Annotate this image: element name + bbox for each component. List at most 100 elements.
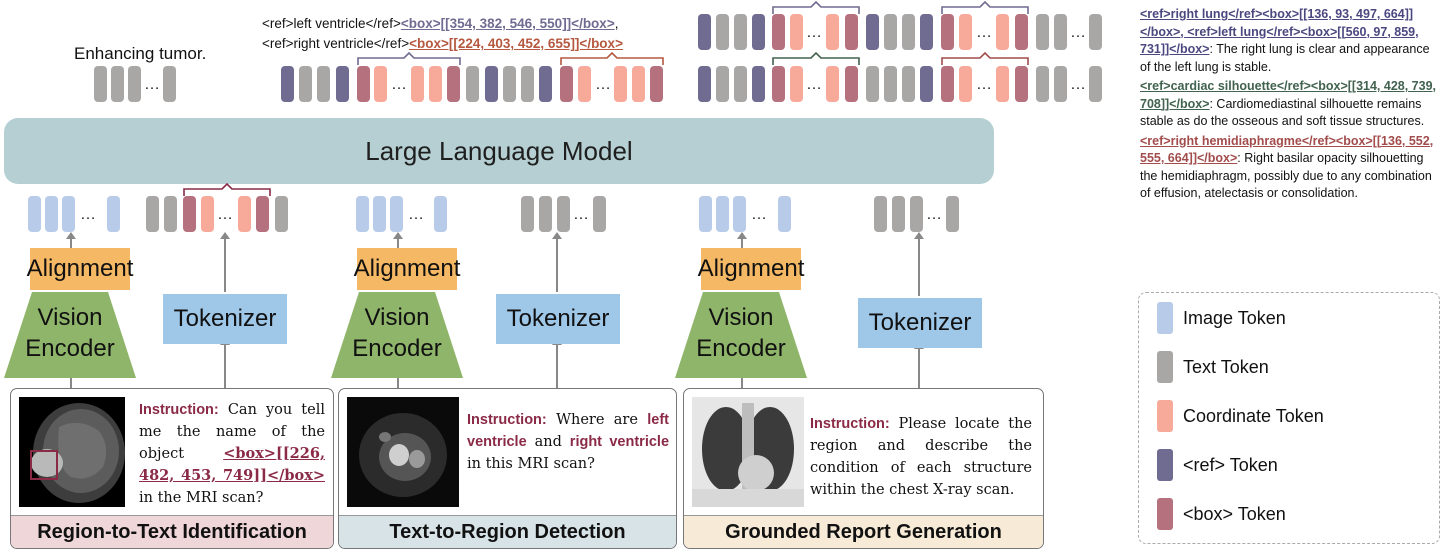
ref-token <box>281 66 294 102</box>
ref-token <box>752 66 765 102</box>
text-token <box>884 14 897 50</box>
coordinate-token <box>201 196 214 232</box>
alignment-label: Alignment <box>353 255 461 282</box>
brace <box>357 52 461 65</box>
task-title-text: Grounded Report Generation <box>725 520 1002 543</box>
ref-box-tag: <ref>right hemidiaphragme</ref><box>[[13… <box>1140 133 1434 166</box>
ref-token <box>698 66 711 102</box>
box-token <box>1015 66 1028 102</box>
output-caption-2: <ref>left ventricle</ref><box>[[354, 382… <box>262 14 623 54</box>
ref-text: <ref>left ventricle</ref> <box>262 16 401 31</box>
ellipsis: … <box>573 206 589 223</box>
coordinate-token <box>632 66 645 102</box>
legend-item-text: Text Token <box>1157 351 1269 383</box>
brain-mri-image <box>19 397 125 507</box>
image-token <box>62 196 75 232</box>
text-token <box>716 66 729 102</box>
instruction-text: Instruction: Please locate the region an… <box>810 413 1032 501</box>
brace <box>772 1 860 14</box>
instruction-text: Instruction: Where are left ventricle an… <box>467 409 669 475</box>
instruction-body: and <box>534 434 562 450</box>
cardiac-mri-image <box>347 397 459 507</box>
legend-label: Coordinate Token <box>1183 405 1324 426</box>
coordinate-token <box>429 66 442 102</box>
arrow <box>552 232 562 292</box>
ellipsis: … <box>926 206 942 223</box>
task-panel-text-to-region: Instruction: Where are left ventricle an… <box>338 388 677 549</box>
instruction-body: Can you tell me the name of the object <box>139 402 325 462</box>
tokenizer-label: Tokenizer <box>173 305 277 332</box>
box-token <box>941 66 954 102</box>
arrow <box>737 232 747 248</box>
report-sentence: : Right basilar opacity silhouetting the… <box>1140 151 1432 200</box>
text-token <box>1036 66 1049 102</box>
coordinate-token <box>238 196 251 232</box>
ref-token <box>752 14 765 50</box>
task-title: Region-to-Text Identification <box>11 515 333 548</box>
ref-token <box>698 14 711 50</box>
tokenizer-label: Tokenizer <box>506 305 610 332</box>
text-token <box>557 196 570 232</box>
box-token <box>941 14 954 50</box>
text-token <box>539 196 552 232</box>
box-token <box>256 196 269 232</box>
box-coords: <box>[[226, 482, 453, 749]]</box> <box>139 445 325 484</box>
text-token <box>521 196 534 232</box>
output-caption-1: Enhancing tumor. <box>74 44 207 63</box>
ref-token <box>920 14 933 50</box>
vision-encoder-label: Vision <box>364 304 430 331</box>
brace <box>560 52 664 65</box>
large-language-model: Large Language Model <box>4 118 994 184</box>
legend-label: Image Token <box>1183 307 1286 328</box>
box-token <box>845 66 858 102</box>
swatch <box>1157 351 1173 383</box>
box-token <box>772 14 785 50</box>
text-token <box>716 14 729 50</box>
vision-encoder-label: Encoder <box>352 335 442 362</box>
task-panel-region-to-text: Instruction: Can you tell me the name of… <box>10 388 334 549</box>
ellipsis: … <box>751 206 767 223</box>
chest-xray-image <box>692 397 804 507</box>
ellipsis: … <box>391 76 407 93</box>
text-token <box>299 66 312 102</box>
instruction-label: Instruction: <box>810 416 890 432</box>
instruction-label: Instruction: <box>139 402 219 418</box>
text-token <box>734 14 747 50</box>
ref-token <box>485 66 498 102</box>
legend-label: <ref> Token <box>1183 454 1278 475</box>
arrow <box>914 232 924 296</box>
ellipsis: … <box>217 206 233 223</box>
vision-encoder-label: Encoder <box>25 335 115 362</box>
image-token <box>699 196 712 232</box>
text-token <box>734 66 747 102</box>
brace <box>941 1 1029 14</box>
ellipsis: … <box>595 76 611 93</box>
ref-token <box>866 14 879 50</box>
ellipsis: … <box>806 24 822 41</box>
ellipsis: … <box>1070 24 1086 41</box>
coordinate-token <box>826 14 839 50</box>
brace <box>772 52 860 65</box>
tokenizer-3: Tokenizer <box>858 298 982 348</box>
swatch <box>1157 449 1173 481</box>
arrow <box>220 338 230 390</box>
image-token <box>390 196 403 232</box>
box-token <box>183 196 196 232</box>
box-token <box>357 66 370 102</box>
comma: , <box>614 16 619 31</box>
box-token <box>1015 14 1028 50</box>
text-token <box>466 66 479 102</box>
vision-encoder-label: Encoder <box>696 335 786 362</box>
text-token <box>1054 14 1067 50</box>
ellipsis: … <box>976 24 992 41</box>
tokenizer-1: Tokenizer <box>163 294 287 344</box>
instruction-body: Where are <box>556 412 638 428</box>
arrow <box>552 338 562 390</box>
legend: Image Token Text Token Coordinate Token … <box>1138 292 1440 544</box>
ellipsis: … <box>1070 76 1086 93</box>
image-token <box>716 196 729 232</box>
vision-encoder-label: Vision <box>708 304 774 331</box>
